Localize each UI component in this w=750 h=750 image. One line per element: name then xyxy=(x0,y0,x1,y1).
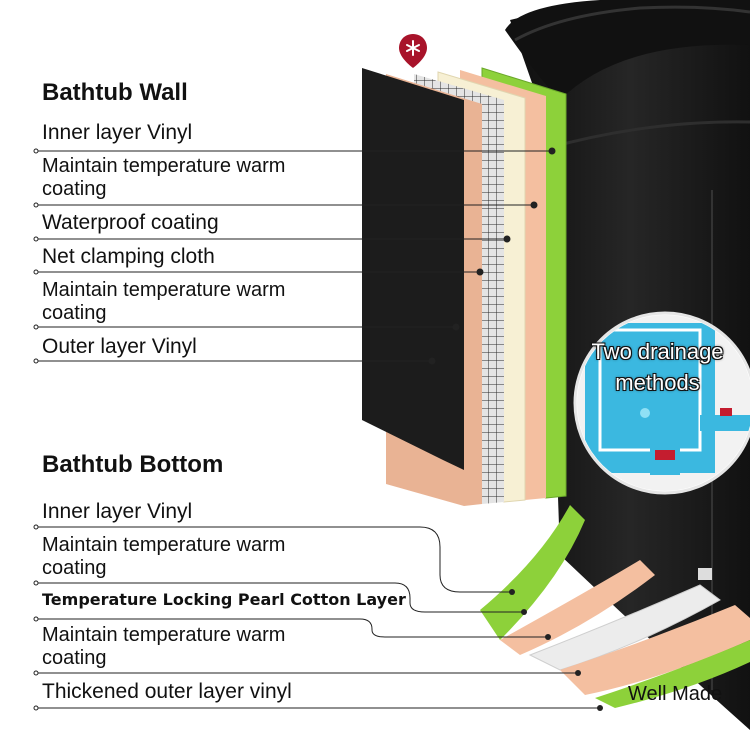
wall-heading: Bathtub Wall xyxy=(42,79,188,106)
wall-item-outer-vinyl: Outer layer Vinyl xyxy=(42,335,197,358)
wall-item-net-cloth: Net clamping cloth xyxy=(42,245,215,268)
snowflake-pin-icon xyxy=(399,34,427,68)
wall-item-waterproof: Waterproof coating xyxy=(42,211,219,234)
bottom-item-warm-coating-1: Maintain temperature warm coating xyxy=(42,534,286,579)
wall-layer-outer-vinyl xyxy=(362,68,464,470)
bottom-item-warm-coating-2: Maintain temperature warm coating xyxy=(42,624,286,669)
drainage-caption: Two drainage methods xyxy=(570,336,745,398)
drainage-illustration xyxy=(573,311,750,495)
well-made-label: Well Made xyxy=(628,683,723,705)
wall-item-warm-coating-1: Maintain temperature warm coating xyxy=(42,155,286,200)
wall-item-warm-coating-2: Maintain temperature warm coating xyxy=(42,279,286,324)
bottom-item-pearl-cotton: Temperature Locking Pearl Cotton Layer xyxy=(42,590,406,609)
bottom-leader-lines xyxy=(33,524,603,711)
bottom-item-outer-vinyl: Thickened outer layer vinyl xyxy=(42,680,292,703)
drainage-line-2: methods xyxy=(615,370,700,395)
drainage-line-1: Two drainage xyxy=(591,339,724,364)
wall-layers xyxy=(362,67,567,506)
bottom-heading: Bathtub Bottom xyxy=(42,451,224,478)
bottom-layers xyxy=(480,505,750,708)
wall-leader-lines xyxy=(33,147,556,365)
wall-item-inner-vinyl: Inner layer Vinyl xyxy=(42,121,193,144)
bottom-item-inner-vinyl: Inner layer Vinyl xyxy=(42,500,193,523)
